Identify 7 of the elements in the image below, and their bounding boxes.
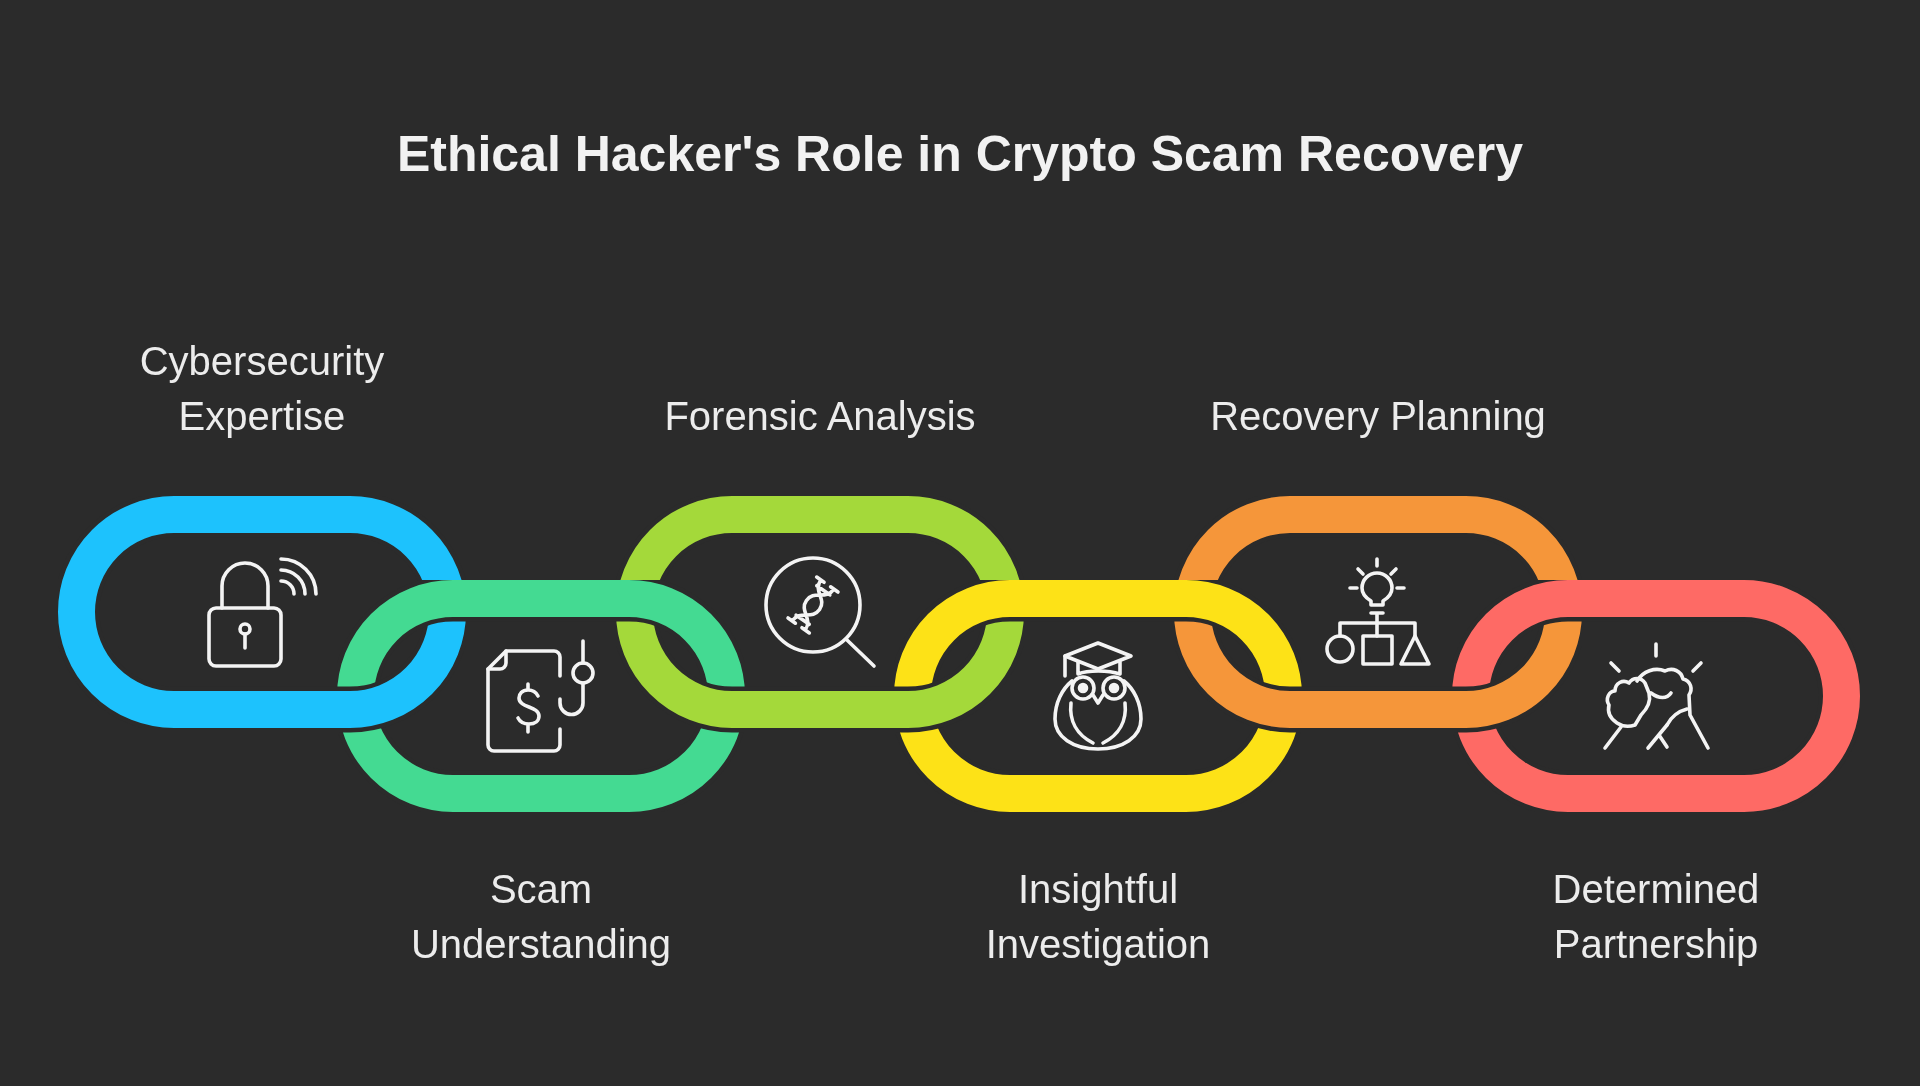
link-label: Scam Understanding: [410, 866, 672, 968]
link-label: Insightful Investigation: [985, 866, 1211, 968]
diagram-title: Ethical Hacker's Role in Crypto Scam Recovery: [396, 125, 1524, 184]
link-label: Recovery Planning: [1210, 393, 1546, 440]
link-label: Forensic Analysis: [664, 393, 976, 440]
link-label: Determined Partnership: [1552, 866, 1760, 968]
link-label: Cybersecurity Expertise: [139, 338, 385, 440]
